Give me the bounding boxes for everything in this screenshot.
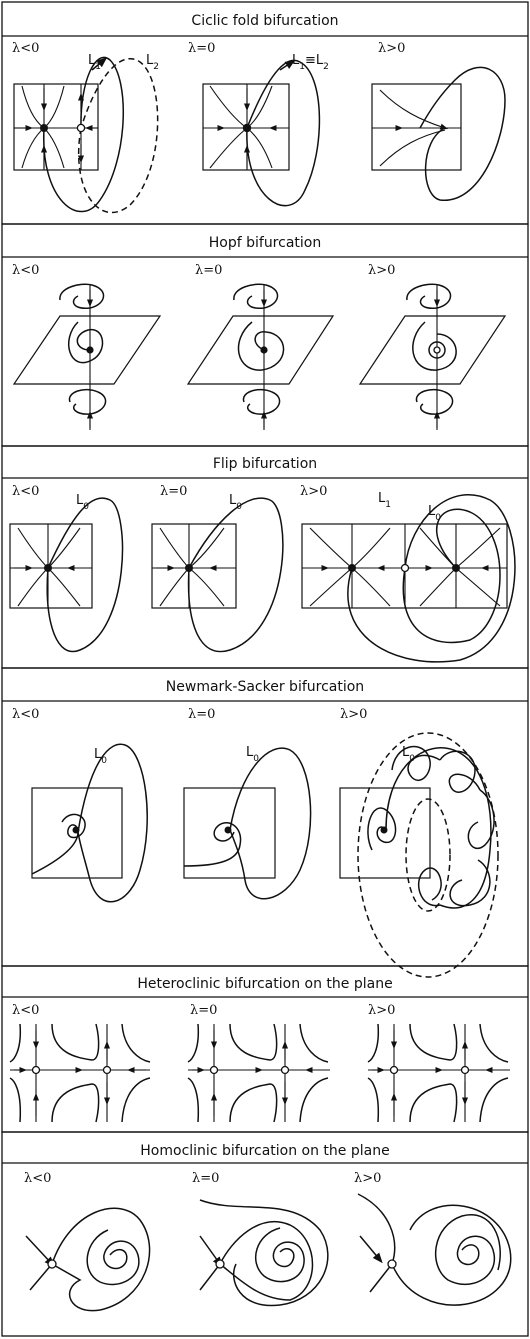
orbit-label: L0	[94, 747, 107, 766]
panel-title: Homoclinic bifurcation on the plane	[140, 1143, 389, 1159]
case-diagram: λ=0 L0	[151, 484, 284, 653]
orbit-label: L1	[88, 53, 101, 72]
lambda-label: λ=0	[195, 263, 222, 278]
orbit-label: L1≡L2	[292, 53, 329, 72]
orbit-label: L2	[146, 53, 159, 72]
lambda-label: λ>0	[300, 484, 327, 499]
orbit-label: L0	[229, 493, 242, 512]
case-diagram: λ>0	[371, 41, 506, 201]
panel-homoclinic: Homoclinic bifurcation on the plane λ<0 …	[1, 1131, 529, 1337]
panel-flip: Flip bifurcation λ<0 L0 λ=0 L0	[1, 445, 529, 669]
case-diagram: λ<0 L0	[9, 484, 124, 653]
panel-title: Newmark-Sacker bifurcation	[166, 679, 364, 695]
case-diagram: λ=0	[187, 1003, 330, 1123]
lambda-label: λ<0	[12, 41, 39, 56]
orbit-label: L1	[378, 491, 391, 510]
lambda-label: λ>0	[378, 41, 405, 56]
case-diagram: λ=0 L1≡L2	[188, 41, 329, 207]
case-diagram: λ<0	[9, 1003, 151, 1123]
lambda-label: λ>0	[368, 263, 395, 278]
lambda-label: λ>0	[368, 1003, 395, 1018]
case-diagram: λ>0	[354, 1171, 512, 1306]
panel-title: Hopf bifurcation	[209, 235, 321, 251]
case-diagram: λ>0	[358, 263, 507, 430]
orbit-label: L0	[402, 745, 415, 764]
lambda-label: λ<0	[12, 263, 39, 278]
case-diagram: λ<0	[12, 263, 162, 430]
panel-title: Heteroclinic bifurcation on the plane	[137, 976, 392, 992]
case-diagram: λ>0 L1 L0	[300, 484, 516, 663]
lambda-label: λ=0	[192, 1171, 219, 1186]
orbit-label: L0	[76, 493, 89, 512]
case-diagram: λ<0 L0	[12, 707, 148, 903]
panel-title: Flip bifurcation	[213, 456, 317, 472]
case-diagram: λ=0	[192, 1171, 329, 1307]
lambda-label: λ=0	[190, 1003, 217, 1018]
lambda-label: λ=0	[188, 41, 215, 56]
case-diagram: λ<0	[24, 1171, 151, 1312]
case-diagram: λ>0	[367, 1003, 510, 1123]
panel-title: Ciclic fold bifurcation	[191, 13, 338, 29]
case-diagram: λ=0	[186, 263, 335, 430]
panel-cyclic-fold: Ciclic fold bifurcation λ<0 L1 L2	[1, 1, 529, 225]
panel-neimark-sacker: Newmark-Sacker bifurcation λ<0 L0 λ=0 L0…	[1, 667, 529, 978]
lambda-label: λ=0	[160, 484, 187, 499]
lambda-label: λ>0	[340, 707, 367, 722]
panel-heteroclinic: Heteroclinic bifurcation on the plane λ<…	[1, 965, 529, 1133]
case-diagram: λ>0 L0	[339, 707, 499, 978]
lambda-label: λ<0	[12, 1003, 39, 1018]
case-diagram: λ<0 L1 L2	[12, 41, 159, 214]
lambda-label: λ<0	[12, 484, 39, 499]
lambda-label: λ<0	[12, 707, 39, 722]
lambda-label: λ<0	[24, 1171, 51, 1186]
lambda-label: λ=0	[188, 707, 215, 722]
orbit-label: L0	[428, 504, 441, 523]
lambda-label: λ>0	[354, 1171, 381, 1186]
case-diagram: λ=0 L0	[183, 707, 312, 900]
panel-hopf: Hopf bifurcation λ<0 λ=0 λ>0	[1, 223, 529, 447]
orbit-label: L0	[246, 745, 259, 764]
